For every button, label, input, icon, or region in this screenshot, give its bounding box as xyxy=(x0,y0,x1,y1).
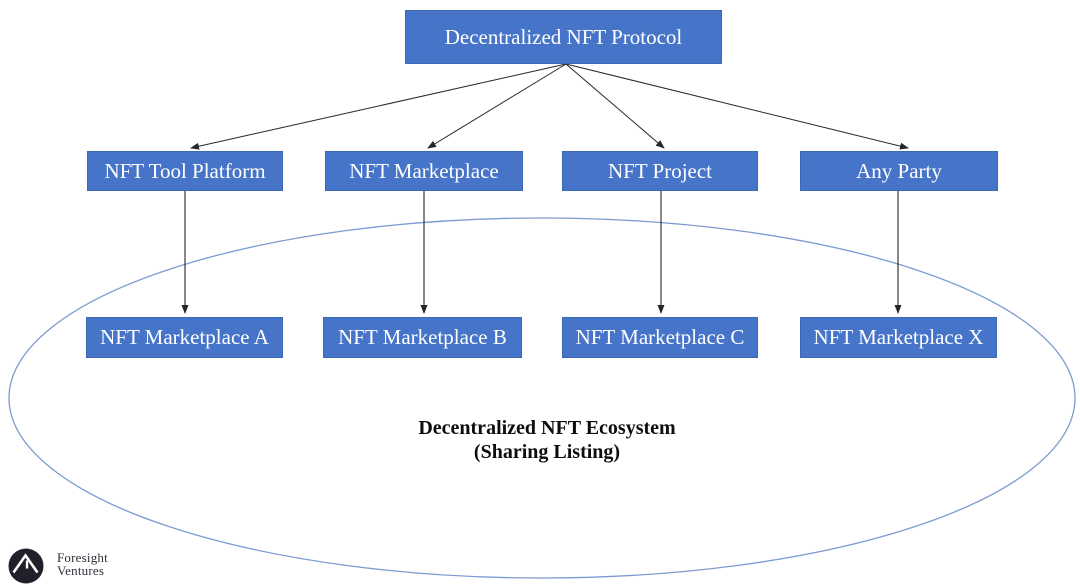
node-nft-project: NFT Project xyxy=(562,151,758,191)
arrow-root-to-marketplace xyxy=(427,63,567,149)
arrow-root-to-tool-platform xyxy=(190,63,567,150)
foresight-ventures-logo: Foresight Ventures xyxy=(8,548,108,584)
foresight-mountain-icon xyxy=(8,548,44,584)
arrow-root-to-project xyxy=(565,63,665,149)
ecosystem-title: Decentralized NFT Ecosystem xyxy=(418,417,676,439)
ecosystem-label: Decentralized NFT Ecosystem (Sharing Lis… xyxy=(317,416,777,464)
ecosystem-subtitle: (Sharing Listing) xyxy=(473,441,621,463)
fan-arrows xyxy=(190,63,909,150)
arrow-root-to-any-party xyxy=(565,63,909,150)
node-nft-marketplace-x: NFT Marketplace X xyxy=(800,317,997,358)
ecosystem-ellipse xyxy=(8,217,1076,579)
node-decentralized-nft-protocol: Decentralized NFT Protocol xyxy=(405,10,722,64)
node-any-party: Any Party xyxy=(800,151,998,191)
logo-line-1: Foresight xyxy=(57,550,108,565)
foresight-logo-text: Foresight Ventures xyxy=(57,550,108,578)
node-nft-marketplace-a: NFT Marketplace A xyxy=(86,317,283,358)
node-nft-tool-platform: NFT Tool Platform xyxy=(87,151,283,191)
logo-line-2: Ventures xyxy=(57,562,105,578)
node-nft-marketplace: NFT Marketplace xyxy=(325,151,523,191)
node-nft-marketplace-b: NFT Marketplace B xyxy=(323,317,522,358)
node-nft-marketplace-c: NFT Marketplace C xyxy=(562,317,758,358)
column-arrows xyxy=(181,191,902,314)
